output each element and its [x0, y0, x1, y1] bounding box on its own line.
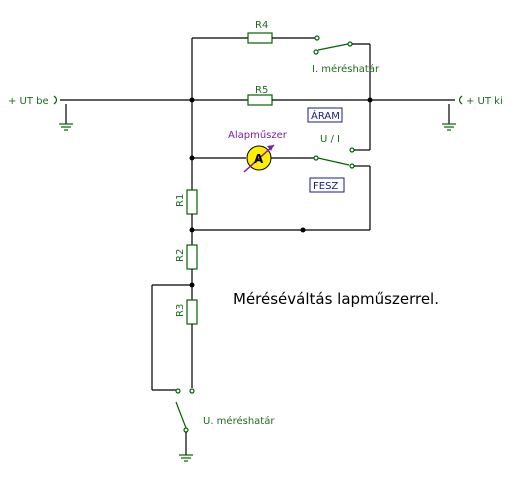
r1-label: R1 — [175, 194, 186, 207]
current-range-label: I. méréshatár — [312, 63, 380, 75]
mode-switch — [317, 157, 350, 166]
r5-resistor — [247, 94, 273, 106]
voltage-range-switch — [175, 401, 187, 429]
diagram-title: Méréséváltás lapműszerrel. — [233, 290, 439, 308]
r5-label: R5 — [255, 85, 268, 96]
current-box — [307, 107, 343, 123]
voltage-range-label: U. méréshatár — [203, 415, 275, 427]
output-label: + UT ki — [466, 96, 503, 107]
input-terminal — [53, 95, 73, 131]
mode-label: U / I — [320, 134, 340, 145]
output-terminal — [442, 95, 463, 131]
r3-resistor — [186, 299, 198, 325]
r2-resistor — [186, 244, 198, 270]
r4-resistor — [247, 32, 273, 44]
r4-label: R4 — [255, 20, 268, 31]
current-box-label: ÁRAM — [311, 109, 340, 122]
meter-branch — [189, 100, 371, 230]
r2-label: R2 — [175, 249, 186, 262]
current-range-switch — [317, 43, 349, 51]
meter-symbol: A — [254, 152, 264, 166]
r1-resistor — [186, 189, 198, 215]
voltage-box-label: FESZ — [313, 181, 338, 192]
input-label: + UT be — [8, 96, 49, 107]
meter-label: Alapműszer — [228, 129, 288, 141]
r5-branch — [60, 94, 455, 106]
voltage-box — [309, 177, 345, 193]
r3-label: R3 — [175, 304, 186, 317]
voltage-divider — [151, 158, 370, 462]
r4-branch — [191, 32, 371, 100]
